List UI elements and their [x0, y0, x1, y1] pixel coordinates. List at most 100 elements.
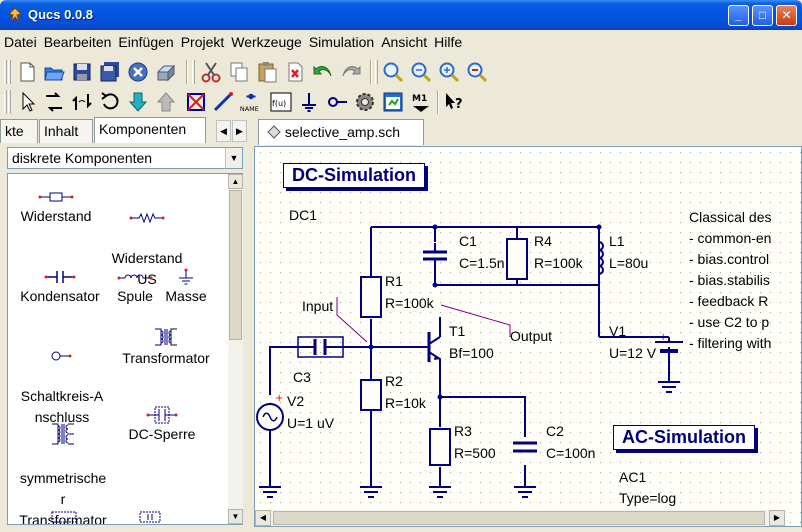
component-masse[interactable]: Masse [160, 268, 212, 307]
component-widerstand[interactable]: Widerstand [10, 188, 102, 227]
delete-button[interactable] [283, 60, 307, 84]
dc-simulation-name: DC1 [289, 207, 318, 223]
select-button[interactable] [15, 90, 39, 114]
save-all-button[interactable] [98, 60, 122, 84]
scroll-thumb[interactable] [229, 190, 242, 340]
view-data-button[interactable] [381, 90, 405, 114]
mirror-y-button[interactable] [70, 90, 94, 114]
menu-datei[interactable]: Datei [4, 34, 37, 50]
scroll-up-button[interactable]: ▲ [228, 174, 243, 189]
print-button[interactable] [154, 60, 178, 84]
simulate-button[interactable] [353, 90, 377, 114]
ac-source-v2[interactable]: + [256, 393, 284, 431]
description-note[interactable]: Classical des - common-en - bias.control… [689, 207, 771, 354]
cut-button[interactable] [199, 60, 223, 84]
transistor-t1[interactable] [413, 332, 440, 362]
tab-selective-amp[interactable]: selective_amp.sch [258, 119, 424, 145]
component-widerstand-us[interactable]: Widerstand US [102, 188, 192, 311]
scroll-right-button[interactable]: ▶ [769, 510, 785, 526]
new-document-button[interactable] [15, 60, 39, 84]
copy-button[interactable] [227, 60, 251, 84]
inductor-l1[interactable] [598, 241, 604, 275]
component-kondensator[interactable]: Kondensator [10, 268, 110, 307]
tab-scroll-left-button[interactable]: ◀ [216, 120, 231, 142]
tab-komponenten[interactable]: Komponenten [94, 117, 206, 143]
equation-button[interactable]: f(u) [269, 90, 293, 114]
component-label: Transformator [122, 350, 210, 366]
scroll-left-button[interactable]: ◀ [255, 510, 271, 526]
menu-hilfe[interactable]: Hilfe [434, 34, 463, 50]
input-label-lead [336, 297, 368, 343]
redo-button[interactable] [339, 60, 363, 84]
mirror-x-button[interactable] [42, 90, 66, 114]
dc-simulation-block[interactable]: DC-Simulation [283, 163, 425, 188]
tab-scroll-right-button[interactable]: ▶ [232, 120, 247, 142]
component-list-scrollbar[interactable]: ▲ ▼ [228, 174, 243, 524]
capacitor-c2[interactable] [513, 441, 537, 453]
resistor-us-icon [129, 212, 165, 224]
panel-tab-bar: kte Inhalt Komponenten ◀ ▶ [0, 117, 250, 143]
close-button[interactable]: ✕ [776, 5, 797, 26]
wire-icon [213, 92, 233, 112]
resistor-r2[interactable] [360, 379, 382, 411]
component-dc-sperre[interactable]: DC-Sperre [116, 406, 208, 445]
select-icon [22, 91, 36, 112]
move-up-button[interactable] [154, 90, 178, 114]
toolbar-separator [370, 60, 372, 84]
zoom-minus-button[interactable] [465, 60, 489, 84]
save-button[interactable] [70, 60, 94, 84]
menu-bearbeiten[interactable]: Bearbeiten [43, 34, 112, 50]
menu-ansicht[interactable]: Ansicht [381, 34, 428, 50]
activate-button[interactable] [126, 90, 150, 114]
toolbar-handle[interactable] [375, 60, 378, 84]
ground-button[interactable] [297, 90, 321, 114]
component-category-select[interactable]: diskrete Komponenten ▼ [7, 147, 243, 169]
ac-simulation-block[interactable]: AC-Simulation [613, 425, 755, 450]
zoom-in-button[interactable] [381, 60, 405, 84]
component-partial-2[interactable] [120, 508, 180, 524]
zoom-plus-button[interactable] [437, 60, 461, 84]
whats-this-button[interactable]: ? [442, 90, 466, 114]
schematic-canvas[interactable]: + + DC-Simulation DC1 AC [254, 146, 802, 527]
menu-einfuegen[interactable]: Einfügen [118, 34, 174, 50]
toolbar-handle[interactable] [4, 60, 7, 84]
marker-button[interactable]: M1 [409, 90, 433, 114]
tab-komponenten-label: Komponenten [99, 121, 187, 137]
component-schaltkreis-anschluss[interactable]: Schaltkreis-A nschluss [10, 326, 114, 449]
menu-projekt[interactable]: Projekt [180, 34, 225, 50]
open-button[interactable] [42, 60, 66, 84]
tab-projekte[interactable]: kte [0, 119, 38, 143]
toolbar-handle[interactable] [192, 60, 195, 84]
component-transformator[interactable]: Transformator [114, 326, 218, 369]
undo-button[interactable] [311, 60, 335, 84]
arrow-right-icon: ▶ [236, 126, 243, 136]
ground-symbol-icon [179, 268, 193, 285]
scroll-down-button[interactable]: ▼ [228, 509, 243, 524]
maximize-button[interactable]: □ [752, 5, 773, 26]
wire-button[interactable] [211, 90, 235, 114]
component-partial-1[interactable] [28, 508, 100, 524]
menu-simulation[interactable]: Simulation [308, 34, 375, 50]
paste-button[interactable] [255, 60, 279, 84]
zoom-fit-button[interactable] [409, 60, 433, 84]
title-bar[interactable]: Qucs 0.0.8 _ □ ✕ [0, 0, 802, 30]
port-button[interactable] [325, 90, 349, 114]
schematic-horizontal-scrollbar[interactable]: ◀ ▶ [255, 510, 785, 526]
rotate-button[interactable] [98, 90, 122, 114]
toolbar-handle[interactable] [4, 90, 7, 114]
close-document-button[interactable] [126, 60, 150, 84]
toolbar-handle[interactable] [8, 60, 11, 84]
tab-inhalt[interactable]: Inhalt [39, 119, 93, 143]
toolbar-handle[interactable] [8, 90, 11, 114]
component-symmetrischer-transformator[interactable]: symmetrische r Transformator [10, 400, 116, 524]
resistor-r1[interactable] [360, 276, 382, 318]
minimize-button[interactable]: _ [728, 5, 749, 26]
scroll-thumb[interactable] [273, 511, 765, 525]
resistor-r3[interactable] [429, 428, 451, 466]
resistor-r4[interactable] [506, 238, 528, 280]
note-line: - feedback R [689, 293, 769, 309]
menu-werkzeuge[interactable]: Werkzeuge [231, 34, 302, 50]
wire-label-button[interactable]: NAME [239, 90, 265, 114]
component-spule[interactable]: Spule [112, 268, 158, 307]
insert-ground-subcircuit-button[interactable] [184, 90, 208, 114]
